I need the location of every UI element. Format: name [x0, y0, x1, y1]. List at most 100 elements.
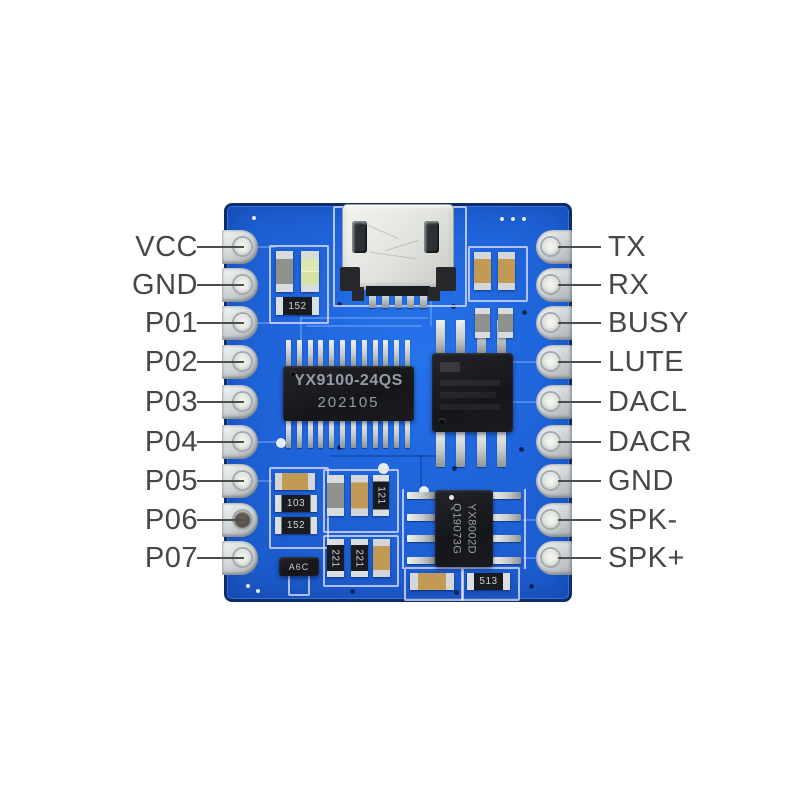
mcu-marking-line2: 202105: [317, 394, 380, 411]
capacitor-small: [475, 308, 490, 338]
pcb-trace: [258, 441, 278, 443]
pad-hole: [542, 353, 559, 370]
via: [454, 590, 459, 595]
pin-label-rx: RX: [608, 269, 650, 301]
via: [522, 310, 527, 315]
pcb-trace: [258, 480, 272, 482]
capacitor-tan: [498, 252, 515, 290]
usb-shell-tab: [340, 267, 360, 291]
pad-hole: [542, 238, 559, 255]
silkscreen-box: [404, 567, 464, 601]
resistor-marking: 221: [330, 548, 341, 568]
pin-label-dacl: DACL: [608, 386, 688, 418]
pcb-trace: [513, 361, 537, 363]
pin-label-p05: P05: [144, 465, 198, 497]
pin-label-p02: P02: [144, 346, 198, 378]
silkscreen-box: [323, 469, 399, 533]
usb-pin: [369, 288, 376, 308]
pcb-trace: [300, 317, 428, 319]
amp-pins-right: [493, 492, 521, 564]
silkscreen-box: [288, 574, 310, 596]
pcb-trace: [523, 557, 537, 559]
leader-line: [558, 441, 601, 443]
codec-pins-top: [436, 320, 506, 354]
pad-tx: [536, 230, 572, 264]
codec-faint-marking: [440, 380, 500, 386]
via: [519, 447, 524, 452]
resistor-121: 121: [373, 475, 389, 516]
capacitor-tan: [275, 473, 315, 490]
amp-silkscreen-line: [402, 489, 404, 569]
usb-pin-base: [366, 286, 430, 296]
status-led: [301, 251, 319, 292]
silkscreen-dot: [246, 584, 250, 588]
resistor-221: 221: [327, 539, 344, 577]
pin-label-p01: P01: [144, 307, 198, 339]
mcu-marking-line1: YX9100-24QS: [294, 372, 403, 389]
leader-line: [558, 557, 601, 559]
pin-label-p03: P03: [144, 386, 198, 418]
transistor-body: A6C: [279, 557, 319, 576]
mcu-pin1-dimple: [290, 371, 296, 377]
pin-label-busy: BUSY: [608, 307, 689, 339]
leader-line: [197, 284, 244, 286]
pin-label-p04: P04: [144, 426, 198, 458]
silkscreen-box: [323, 535, 399, 587]
resistor-513: 513: [467, 573, 510, 590]
leader-line: [197, 361, 244, 363]
resistor-marking: 103: [286, 498, 306, 509]
leader-line: [558, 519, 601, 521]
amp-pins-left: [407, 492, 435, 564]
silkscreen-box: [269, 245, 329, 324]
pin-label-spk-minus: SPK-: [608, 504, 678, 536]
leader-line: [197, 401, 244, 403]
via: [337, 302, 342, 307]
capacitor-small: [498, 308, 513, 338]
via: [350, 589, 355, 594]
pcb-trace: [258, 246, 276, 248]
pin-label-vcc: VCC: [135, 231, 198, 263]
leader-line: [558, 361, 601, 363]
via: [452, 466, 457, 471]
capacitor-tan: [373, 539, 390, 577]
pcb-trace: [300, 317, 302, 357]
amp-marking-line1: YX8002D: [465, 503, 478, 554]
resistor-152: 152: [275, 517, 317, 534]
silkscreen-dot: [419, 486, 429, 496]
leader-line: [558, 322, 601, 324]
leader-line: [558, 480, 601, 482]
transistor-marking: A6C: [288, 561, 310, 572]
resistor-marking: 152: [288, 300, 307, 312]
pin-label-dacr: DACR: [608, 426, 693, 458]
amp-marking-line2: Q19073G: [450, 502, 463, 555]
codec-pins-bottom: [436, 431, 506, 467]
pin-label-tx: TX: [608, 231, 647, 263]
usb-pin: [381, 288, 389, 308]
codec-faint-marking: [440, 392, 496, 398]
leader-line: [558, 246, 601, 248]
resistor-marking: 513: [479, 576, 498, 587]
pcb-trace: [258, 322, 278, 324]
pad-hole: [542, 314, 559, 331]
via: [337, 445, 342, 450]
usb-pin: [407, 288, 415, 308]
silkscreen-dot: [500, 217, 504, 221]
pin-label-p07: P07: [144, 542, 198, 574]
pad-hole: [542, 472, 559, 489]
leader-line: [558, 284, 601, 286]
resistor-221: 221: [351, 539, 368, 577]
amp-pin1-dot: [449, 495, 454, 500]
pin-label-p06: P06: [144, 504, 198, 536]
resistor-103: 103: [275, 495, 317, 512]
usb-latch-slot: [424, 221, 439, 253]
leader-line: [197, 441, 244, 443]
amp-silkscreen-line: [524, 489, 526, 569]
pad-hole: [542, 393, 559, 410]
leader-line: [197, 322, 244, 324]
codec-logo-mark: [440, 362, 460, 372]
resistor-marking: 221: [354, 548, 365, 568]
codec-faint-marking: [440, 404, 500, 410]
resistor-marking: 121: [375, 486, 387, 505]
pcb-trace: [420, 455, 422, 490]
